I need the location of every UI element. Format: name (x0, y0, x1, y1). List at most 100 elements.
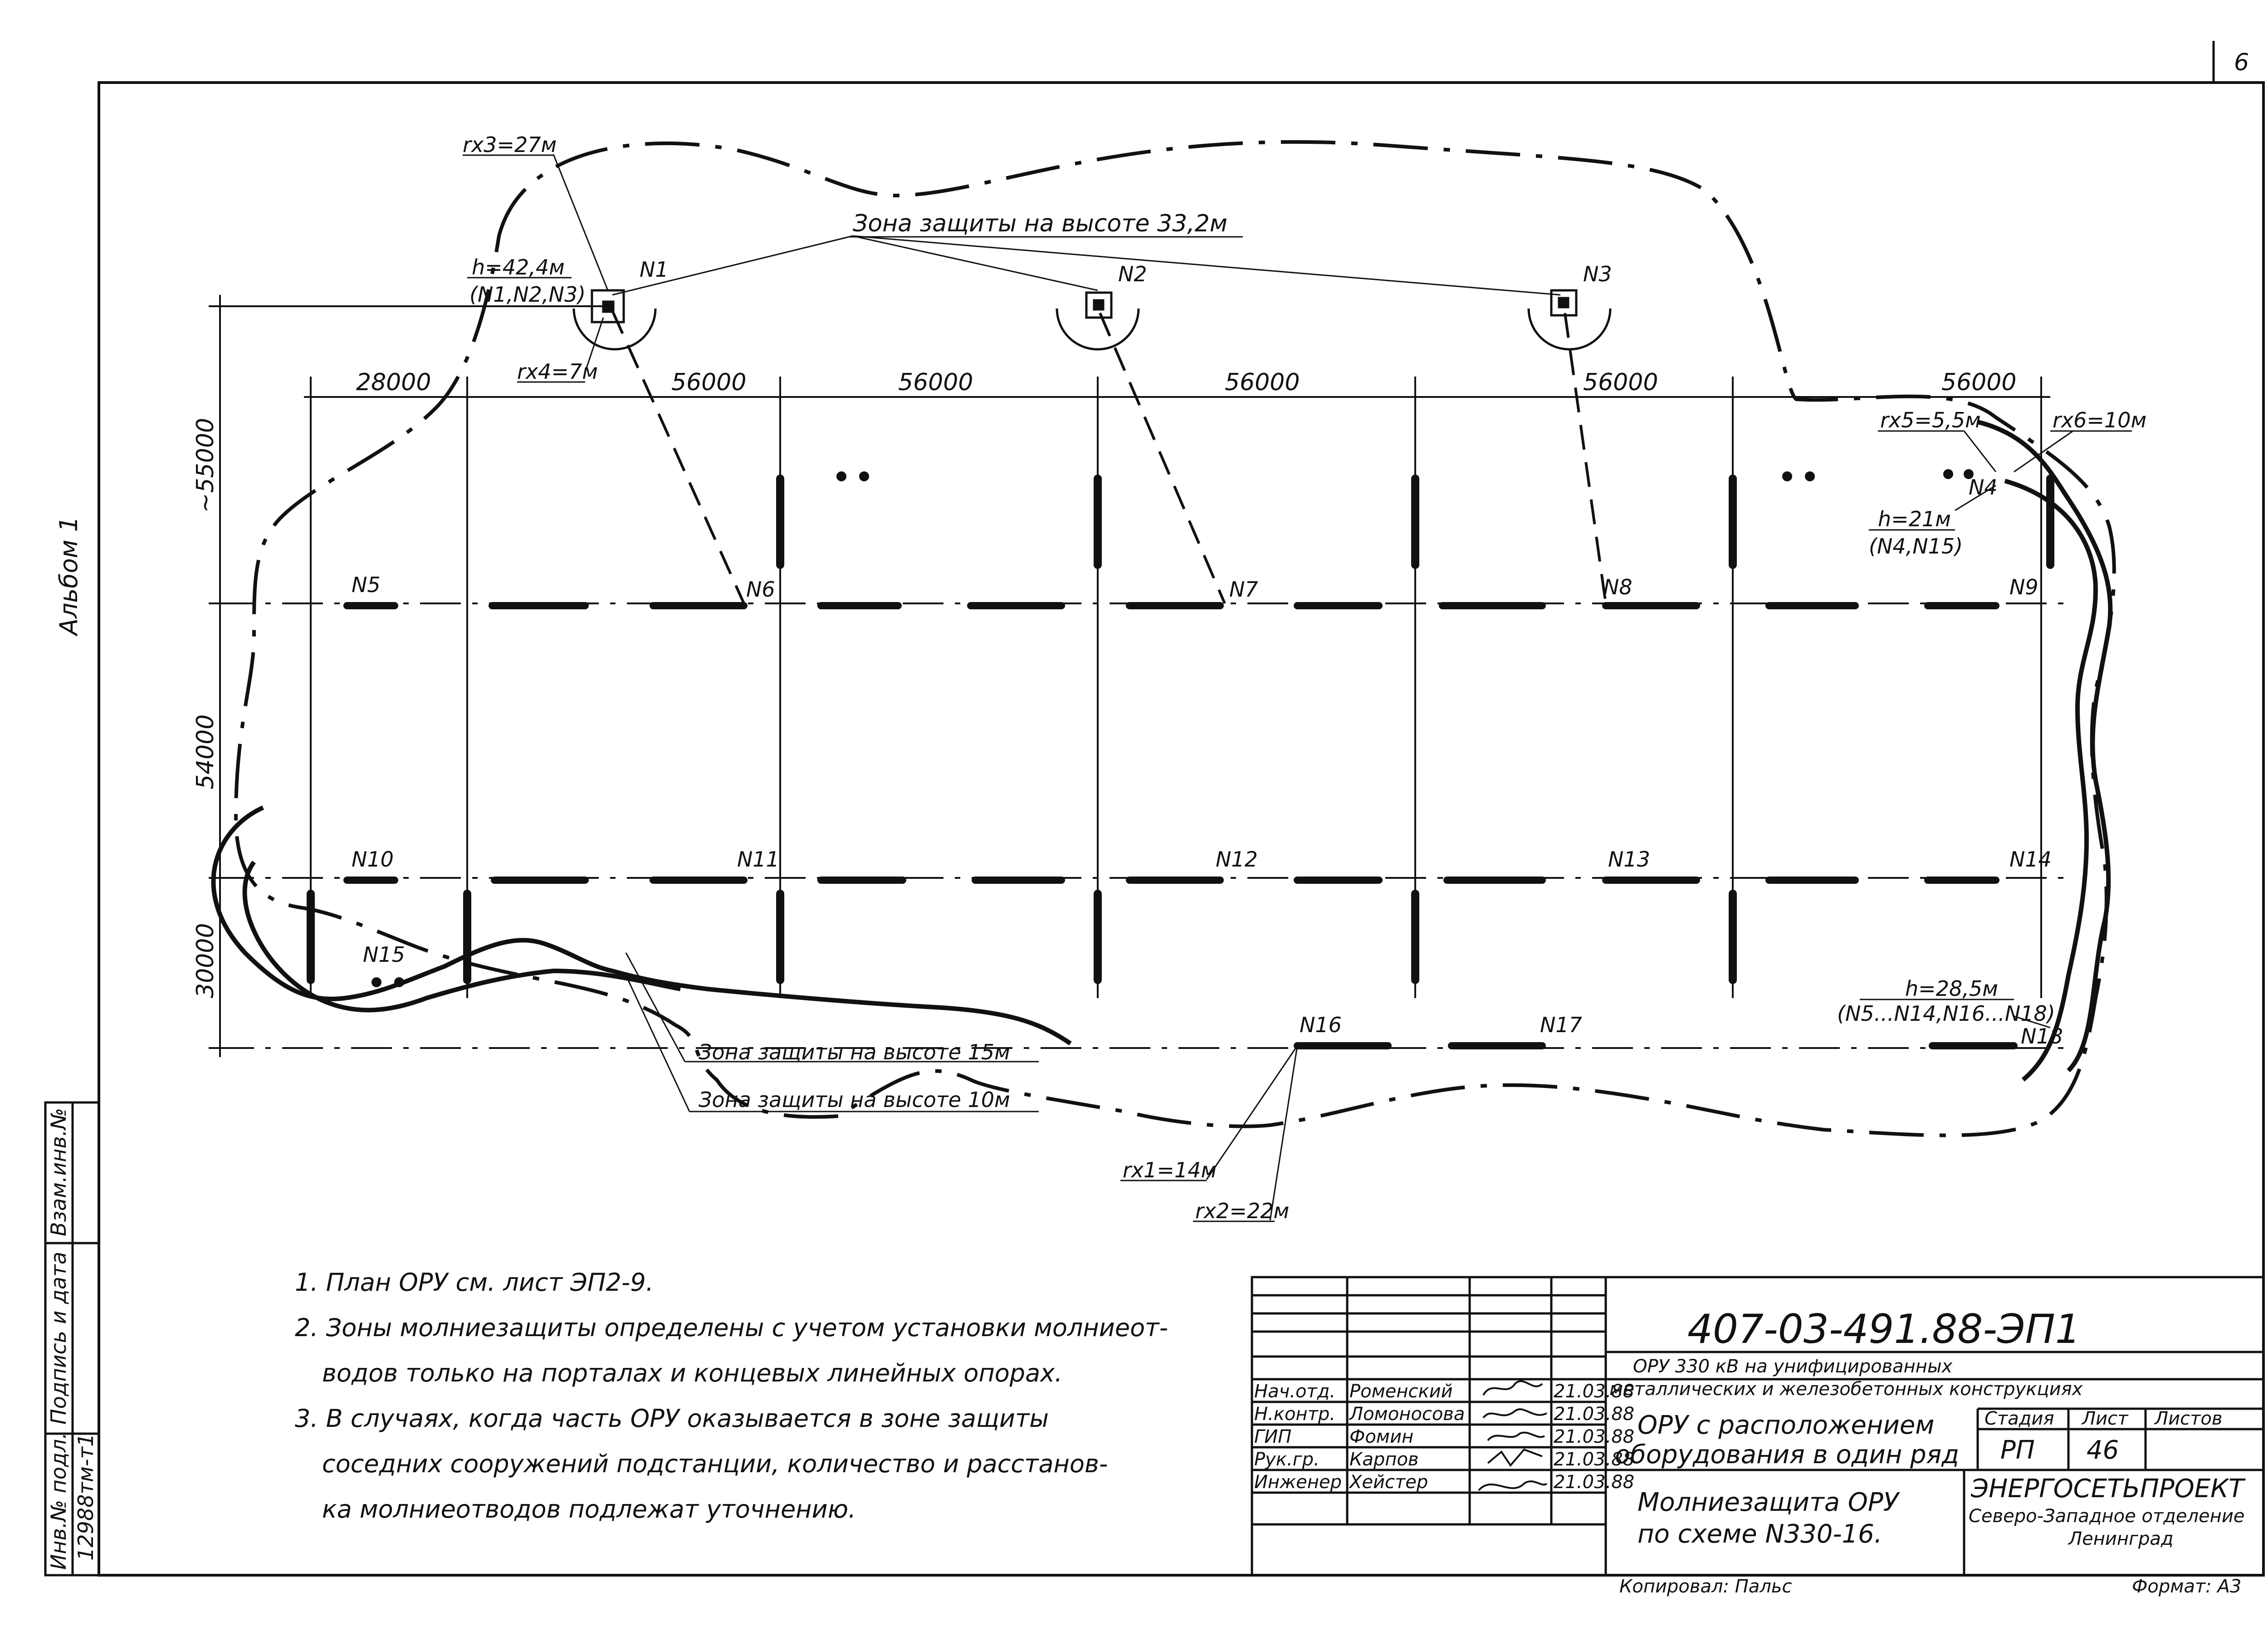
tb-stage: РП (2000, 1435, 2035, 1465)
node-n8: N8 (1603, 575, 1633, 599)
dim-top-4: 56000 (1225, 369, 1300, 396)
tb-role-4: Рук.гр. (1254, 1449, 1320, 1470)
tb-project-l1: ОРУ 330 кВ на унифицированных (1633, 1356, 1953, 1377)
note-2b: водов только на порталах и концевых лине… (322, 1359, 1062, 1387)
zone-15-inner (2004, 479, 2098, 1082)
node-n5: N5 (352, 573, 381, 597)
tb-name-2: Ломоносова (1349, 1404, 1465, 1425)
top-dimension-line (304, 386, 2050, 408)
note-2a: 2. Зоны молниезащиты определены с учетом… (295, 1313, 1168, 1342)
annotation-leaders (552, 154, 2073, 1221)
zone-10-lower-left (242, 861, 681, 1013)
h-n1-label: h=42,4м (472, 255, 565, 279)
tb-sheet-title-l2: по схеме N330-16. (1637, 1519, 1882, 1549)
mast-n1 (572, 289, 657, 351)
node-n16: N16 (1300, 1013, 1342, 1037)
dim-left-2: 54000 (192, 715, 219, 789)
tb-org-l2: Северо-Западное отделение (1969, 1506, 2244, 1527)
zone-33-label: Зона защиты на высоте 33,2м (853, 210, 1227, 237)
tb-title-l2: оборудования в один ряд (1615, 1440, 1959, 1469)
dim-top-5: 56000 (1583, 369, 1658, 396)
node-n15: N15 (363, 942, 405, 967)
zone-15-label: Зона защиты на высоте 15м (699, 1040, 1010, 1064)
tb-sheet-title-l1: Молниезащита ОРУ (1637, 1488, 1901, 1517)
tb-date-3: 21.03.88 (1554, 1426, 1634, 1447)
zone-15-outline (1977, 420, 2113, 1073)
node-n18: N18 (2021, 1024, 2063, 1048)
note-3c: ка молниеотводов подлежат уточнению. (322, 1495, 856, 1523)
rx2-label: rx2=22м (1195, 1199, 1289, 1223)
tb-date-1: 21.03.88 (1554, 1381, 1634, 1402)
mast-n2 (1056, 291, 1140, 351)
node-n12: N12 (1216, 847, 1258, 872)
note-3a: 3. В случаях, когда часть ОРУ оказываетс… (295, 1404, 1049, 1433)
h-n5-list: (N5...N14,N16...N18) (1837, 1001, 2055, 1026)
node-n7: N7 (1229, 577, 1258, 602)
tb-date-4: 21.03.88 (1554, 1449, 1634, 1470)
side-stamp-inv: Инв.№ подл. (46, 1432, 71, 1570)
node-n17: N17 (1540, 1013, 1582, 1037)
dim-top-6: 56000 (1941, 369, 2016, 396)
zone-33-2-outline (234, 140, 2116, 1137)
node-n4: N4 (1969, 475, 1998, 500)
node-n14: N14 (2009, 847, 2052, 872)
tb-role-3: ГИП (1254, 1426, 1291, 1447)
label-underlines (463, 154, 2132, 1222)
vertical-portals (307, 475, 2054, 984)
note-3b: соседних сооружений подстанции, количест… (322, 1450, 1108, 1478)
dim-top-2: 56000 (671, 369, 746, 396)
dim-left-1: ~55000 (192, 418, 219, 513)
tb-code: 407-03-491.88-ЭП1 (1687, 1306, 2081, 1352)
side-stamp-number: 12988тм-т1 (73, 1434, 98, 1561)
tb-format: Формат: А3 (2132, 1576, 2241, 1597)
tb-title-l1: ОРУ с расположением (1637, 1411, 1935, 1440)
album-label: Альбом 1 (54, 516, 83, 637)
dim-top-1: 28000 (356, 369, 431, 396)
dim-left-3: 30000 (192, 923, 219, 998)
tb-sheets-hdr: Листов (2154, 1408, 2222, 1429)
sheet-frame (98, 81, 2265, 1577)
grid-lines (213, 305, 2068, 1049)
rx6-label: rx6=10м (2053, 408, 2146, 432)
zone-10-label: Зона защиты на высоте 10м (699, 1087, 1010, 1112)
equipment-markers (371, 469, 1974, 987)
node-n2: N2 (1118, 262, 1147, 286)
h-n1-list: (N1,N2,N3) (469, 282, 586, 307)
busbar-segments (343, 602, 2018, 1049)
h-n5-label: h=28,5м (1905, 976, 1998, 1001)
rx3-label: rx3=27м (463, 132, 557, 157)
tb-role-2: Н.контр. (1254, 1404, 1335, 1425)
tb-project-l2: металлических и железобетонных конструкц… (1609, 1379, 2083, 1400)
side-stamp-vzam: Взам.инв.№ (46, 1108, 71, 1236)
tb-name-5: Хейстер (1349, 1472, 1428, 1493)
zone-15-lower-left (211, 805, 1072, 1046)
tb-date-2: 21.03.88 (1554, 1404, 1634, 1425)
tb-stage-hdr: Стадия (1984, 1408, 2054, 1429)
tb-role-5: Инженер (1254, 1472, 1342, 1493)
tb-name-1: Роменский (1349, 1381, 1453, 1402)
note-1: 1. План ОРУ см. лист ЭП2-9. (295, 1268, 654, 1297)
signatures (1478, 1380, 1548, 1491)
tb-sheet-no: 46 (2087, 1435, 2119, 1465)
rx1-label: rx1=14м (1123, 1158, 1217, 1182)
side-stamp (44, 1101, 100, 1577)
h-n4-list: (N4,N15) (1869, 534, 1963, 558)
rx5-label: rx5=5,5м (1880, 408, 1981, 432)
page-number: 6 (2234, 49, 2249, 76)
node-n11: N11 (737, 847, 779, 872)
node-n1: N1 (640, 257, 669, 282)
tb-copied: Копировал: Пальс (1619, 1576, 1792, 1597)
node-n3: N3 (1583, 262, 1612, 286)
tb-date-5: 21.03.88 (1554, 1472, 1634, 1493)
node-n6: N6 (746, 577, 775, 602)
mast-n3 (1527, 289, 1612, 351)
h-n4-label: h=21м (1878, 507, 1951, 531)
node-n10: N10 (352, 847, 394, 872)
title-block-grid (1251, 1276, 2265, 1577)
tb-name-4: Карпов (1349, 1449, 1419, 1470)
side-stamp-sign: Подпись и дата (46, 1252, 71, 1425)
rx4-label: rx4=7м (517, 359, 598, 384)
tb-org-l3: Ленинград (2068, 1528, 2174, 1549)
tb-role-1: Нач.отд. (1254, 1381, 1335, 1402)
